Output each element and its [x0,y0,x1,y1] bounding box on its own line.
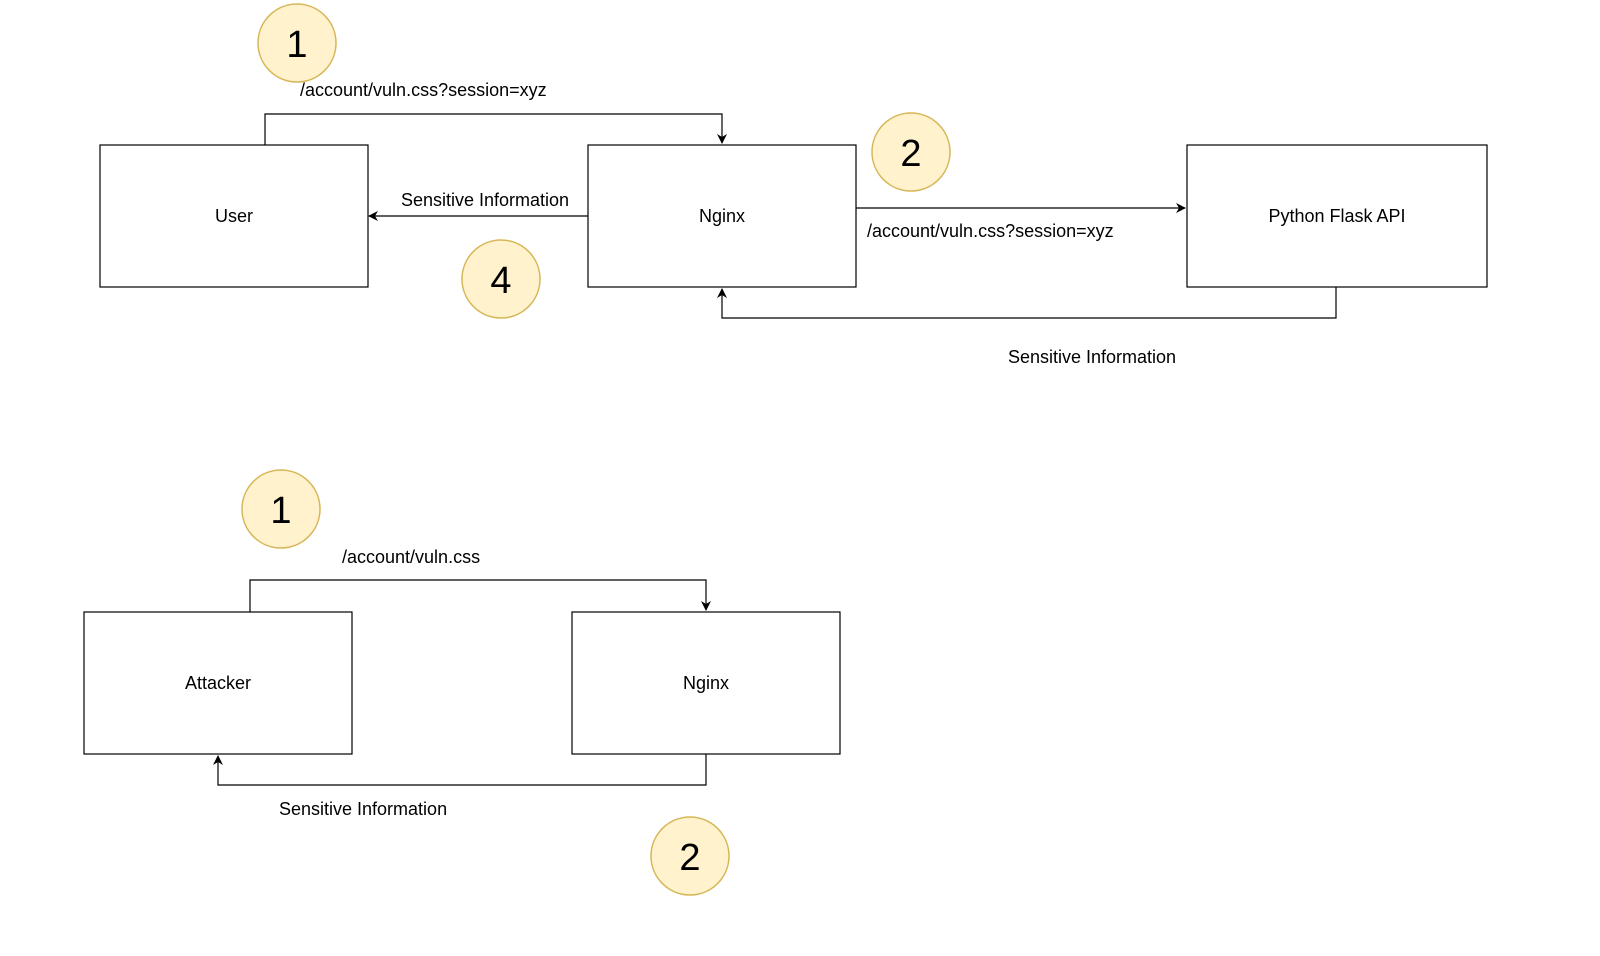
edge-nginx-to-user: Sensitive Information [368,190,588,221]
step-circle [461,239,541,319]
step-number: 2 [900,133,921,175]
node-nginx[interactable]: Nginx [587,144,857,288]
edge-line [717,287,1337,319]
node-box [83,611,353,755]
edge-line [249,579,711,612]
step-number: 4 [490,260,511,302]
diagram-user-flow: /account/vuln.css?session=xyz /account/v… [99,3,1488,367]
node-box [587,144,857,288]
step-number: 1 [286,24,307,66]
diagram-attacker-flow: /account/vuln.css Sensitive Information … [83,469,841,896]
node-attacker[interactable]: Attacker [83,611,353,755]
edge-label: Sensitive Information [401,190,569,210]
edge-flask-to-nginx: Sensitive Information [717,287,1337,367]
edge-label: /account/vuln.css?session=xyz [300,80,547,100]
edge-nginx-to-attacker: Sensitive Information [213,754,707,819]
node-box [1186,144,1488,288]
edge-attacker-to-nginx: /account/vuln.css [249,547,711,612]
step-circle [241,469,321,549]
edge-user-to-nginx: /account/vuln.css?session=xyz [264,80,727,145]
node-box [571,611,841,755]
step-badge-2: 2 [650,816,730,896]
step-badge-1: 1 [257,3,337,83]
step-badge-1: 1 [241,469,321,549]
node-label: Python Flask API [1268,206,1405,226]
edge-label: /account/vuln.css?session=xyz [867,221,1114,241]
step-badge-4: 4 [461,239,541,319]
edge-label: /account/vuln.css [342,547,480,567]
step-circle [257,3,337,83]
edge-line [264,113,727,145]
step-badge-2: 2 [871,112,951,192]
node-label: User [215,206,253,226]
node-user[interactable]: User [99,144,369,288]
edge-line [213,754,707,786]
step-number: 2 [679,837,700,879]
edge-label: Sensitive Information [279,799,447,819]
edge-nginx-to-flask: /account/vuln.css?session=xyz [856,203,1186,241]
step-circle [650,816,730,896]
node-nginx-2[interactable]: Nginx [571,611,841,755]
node-label: Nginx [699,206,745,226]
node-box [99,144,369,288]
step-number: 1 [270,490,291,532]
node-label: Nginx [683,673,729,693]
step-circle [871,112,951,192]
node-python-flask-api[interactable]: Python Flask API [1186,144,1488,288]
node-label: Attacker [185,673,251,693]
edge-label: Sensitive Information [1008,347,1176,367]
